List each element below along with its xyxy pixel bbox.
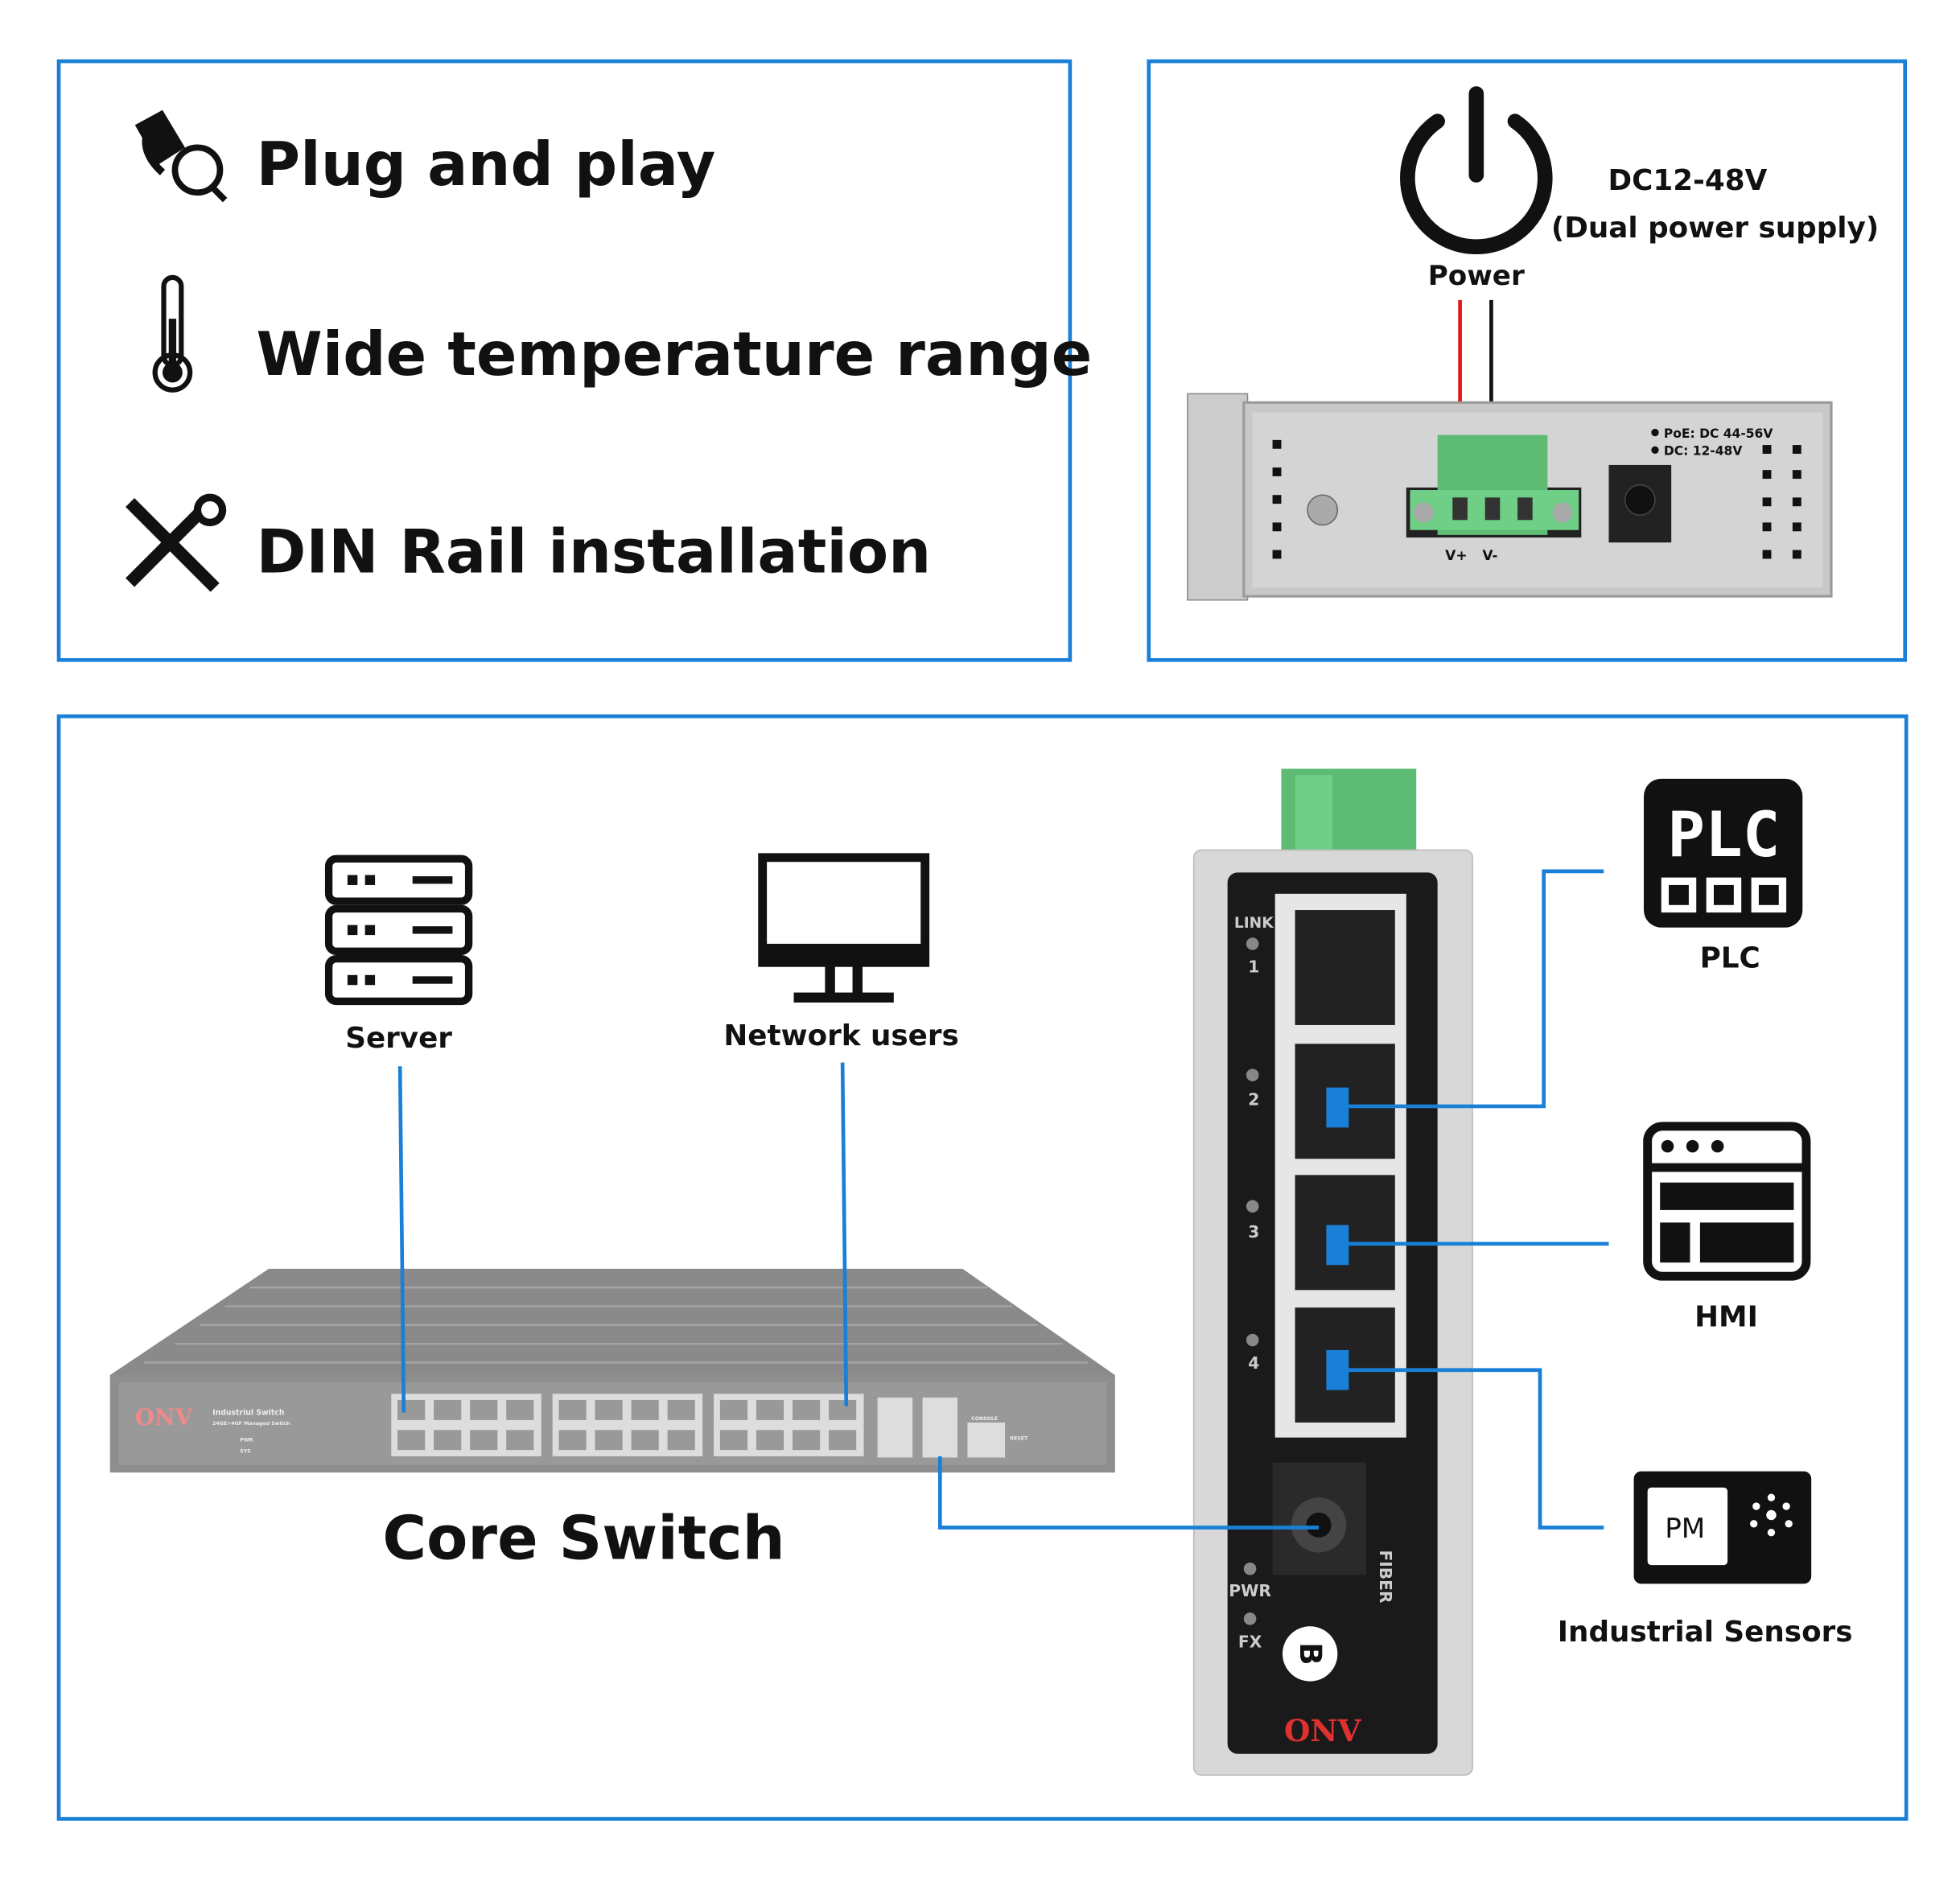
fiber-uplink bbox=[937, 1456, 1320, 1530]
poe-voltage-label: PoE: DC 44-56V bbox=[1664, 426, 1773, 441]
power-icon bbox=[1400, 86, 1553, 254]
server-link bbox=[397, 1066, 406, 1413]
plc-icon bbox=[1643, 778, 1803, 928]
sensor-icon-text: PM bbox=[1665, 1513, 1705, 1545]
core-switch-model: Industriul Switch bbox=[212, 1409, 284, 1418]
port-number: 4 bbox=[1248, 1353, 1259, 1373]
power-panel bbox=[1147, 59, 1908, 662]
feature-label: DIN Rail installation bbox=[256, 517, 931, 587]
monitor-icon bbox=[758, 853, 930, 1003]
hmi-label: HMI bbox=[1694, 1300, 1758, 1333]
din-device-brand: ONV bbox=[1284, 1713, 1362, 1748]
terminal-v-minus: V- bbox=[1482, 548, 1497, 564]
core-switch-device bbox=[109, 1268, 1115, 1473]
core-switch-sys-led: SYS bbox=[240, 1448, 251, 1454]
plug-icon bbox=[134, 109, 228, 203]
core-switch-pwr-led: PWR bbox=[240, 1437, 253, 1443]
core-switch-spec: 24GE+4GF Managed Switch bbox=[212, 1421, 290, 1427]
core-switch-brand: ONV bbox=[135, 1404, 194, 1431]
network-users-link bbox=[840, 1062, 849, 1406]
port-number: 3 bbox=[1248, 1222, 1259, 1242]
thermometer-icon bbox=[152, 274, 193, 393]
switch-side-panel bbox=[1187, 393, 1833, 601]
port-number: 1 bbox=[1248, 957, 1259, 977]
plc-label: PLC bbox=[1700, 941, 1760, 974]
sensors-link bbox=[1340, 1368, 1604, 1530]
dual-power-note: (Dual power supply) bbox=[1551, 212, 1879, 245]
port-number: 2 bbox=[1248, 1089, 1259, 1109]
plc-link bbox=[1340, 869, 1604, 1109]
pwr-led-label: PWR bbox=[1229, 1581, 1271, 1600]
terminal-v-plus: V+ bbox=[1445, 548, 1468, 564]
features-panel bbox=[56, 59, 1073, 662]
feature-label: Wide temperature range bbox=[256, 319, 1092, 389]
server-label: Server bbox=[345, 1022, 452, 1055]
sensor-icon bbox=[1633, 1471, 1812, 1584]
din-rail-switch-device bbox=[1192, 768, 1473, 1776]
voltage-label: DC12-48V bbox=[1608, 164, 1767, 197]
topology-panel bbox=[56, 714, 1909, 1821]
plc-icon-text: PLC bbox=[1667, 799, 1780, 871]
dc-voltage-label: DC: 12-48V bbox=[1664, 444, 1743, 459]
core-switch-label: Core Switch bbox=[382, 1503, 784, 1573]
link-label: LINK bbox=[1234, 915, 1274, 932]
tools-icon bbox=[126, 493, 227, 592]
hmi-icon bbox=[1643, 1122, 1811, 1281]
sensors-label: Industrial Sensors bbox=[1558, 1616, 1853, 1649]
console-port-label: CONSOLE bbox=[971, 1416, 998, 1422]
server-icon bbox=[324, 854, 473, 1006]
power-label: Power bbox=[1428, 260, 1525, 292]
fiber-label: FIBER bbox=[1376, 1550, 1395, 1603]
fiber-badge: B bbox=[1293, 1642, 1328, 1665]
fx-led-label: FX bbox=[1238, 1633, 1262, 1652]
network-users-label: Network users bbox=[723, 1019, 958, 1052]
reset-label: RESET bbox=[1010, 1436, 1028, 1442]
feature-label: Plug and play bbox=[256, 130, 715, 200]
